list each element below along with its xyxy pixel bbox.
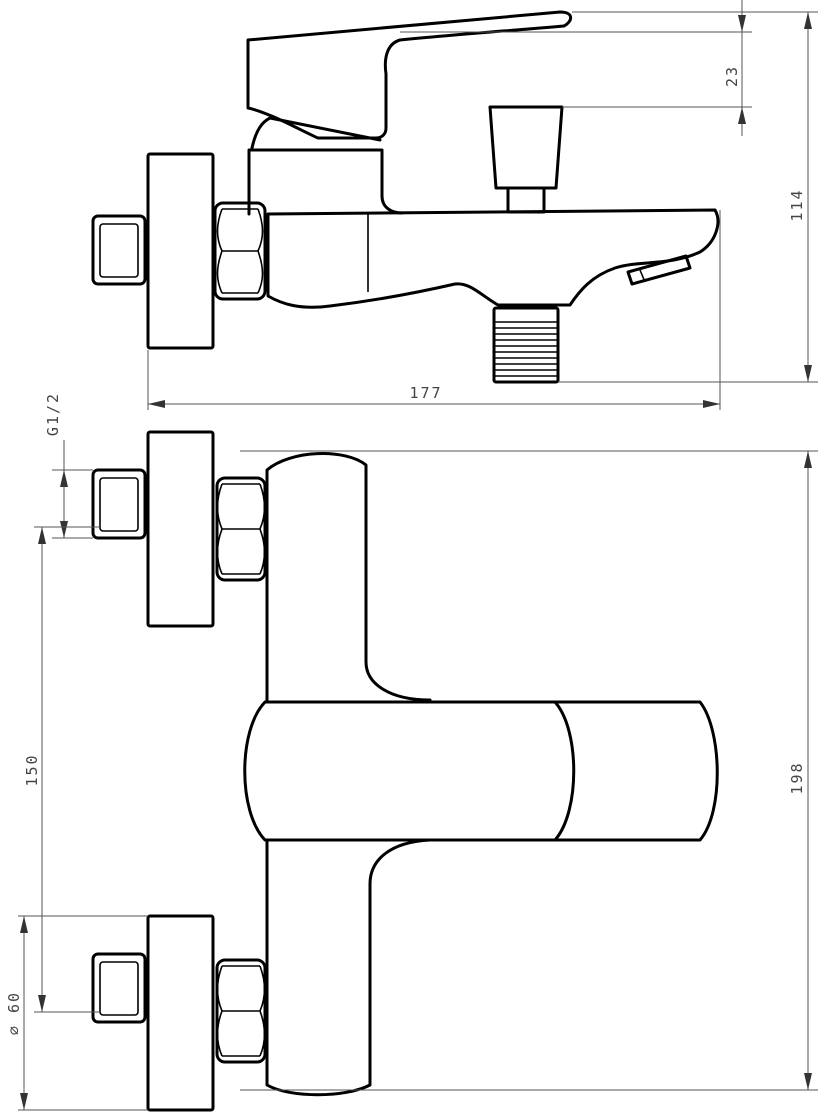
front-central-handle <box>243 700 576 842</box>
side-diverter-stem <box>506 186 546 214</box>
dim-g12-arrow-bottom <box>60 521 68 538</box>
side-mixer-body <box>266 208 720 309</box>
front-handle-tip <box>553 700 719 842</box>
side-inlet-fitting <box>91 214 147 286</box>
dim-198-arrow-top <box>804 451 812 468</box>
front-upper-inlet <box>91 468 147 540</box>
front-upper-hex-facets <box>216 483 266 575</box>
dim-114-arrow-bottom <box>804 365 812 382</box>
front-lower-inlet <box>91 952 147 1024</box>
dim-d60-arrow-top <box>20 916 28 933</box>
side-outlet-threads <box>494 321 558 377</box>
dim-150-arrow-bottom <box>38 995 46 1012</box>
side-view <box>91 10 720 384</box>
dim-150-label: 150 <box>23 753 41 786</box>
dim-d60-arrow-bottom <box>20 1093 28 1110</box>
front-lower-flange <box>146 914 215 1112</box>
dim-198-label: 198 <box>788 761 806 794</box>
side-hex-nut <box>213 201 267 301</box>
side-inlet-fitting-inner <box>99 223 139 278</box>
side-spout-aerator-ring <box>639 269 646 283</box>
side-lever-handle <box>246 10 573 140</box>
front-vertical-body-lower <box>265 838 432 1097</box>
side-shower-outlet <box>492 306 560 384</box>
front-lower-hex-facets <box>216 965 266 1057</box>
dim-114-label: 114 <box>788 188 806 221</box>
side-wall-flange <box>146 152 215 350</box>
side-cartridge-housing <box>247 148 404 216</box>
dim-198-arrow-bottom <box>804 1073 812 1090</box>
front-upper-flange <box>146 430 215 628</box>
front-upper-hex-nut <box>215 476 267 582</box>
dim-177-label: 177 <box>409 384 442 402</box>
dimension-lines <box>18 0 818 1111</box>
side-cartridge-cap <box>250 116 382 150</box>
dim-177-arrow-left <box>148 400 165 408</box>
side-spout-aerator <box>626 254 692 286</box>
dim-g12-label: G1/2 <box>44 392 62 436</box>
front-lower-hex-nut <box>215 958 267 1064</box>
dim-23-arrow-bottom <box>738 107 746 124</box>
front-lower-inlet-inner <box>99 961 139 1016</box>
dim-23-arrow-top <box>738 15 746 32</box>
dim-177-arrow-right <box>703 400 720 408</box>
dim-g12-arrow-top <box>60 470 68 487</box>
side-hex-nut-facets <box>216 208 264 294</box>
front-vertical-body <box>265 452 432 702</box>
dim-23-label: 23 <box>723 65 741 87</box>
dim-150-arrow-top <box>38 527 46 544</box>
side-diverter-knob <box>488 105 564 190</box>
front-view <box>91 430 719 1112</box>
dim-114-arrow-top <box>804 12 812 29</box>
dim-d60-label: ⌀ 60 <box>5 991 23 1035</box>
dimension-labels: 177 114 23 G1/2 150 ⌀ 60 198 <box>5 65 806 1035</box>
front-upper-inlet-inner <box>99 477 139 532</box>
